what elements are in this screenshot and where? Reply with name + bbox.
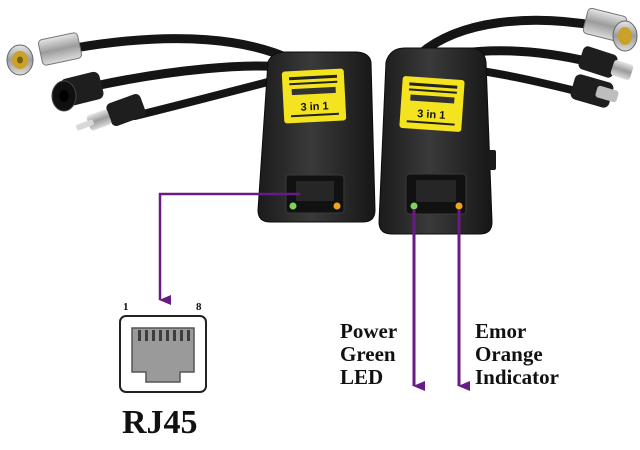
dc-power-jack-right	[570, 74, 619, 108]
rj45-callout-arrow	[158, 192, 300, 305]
transceiver-badge-right: 3 in 1	[417, 108, 446, 122]
error-indicator-label-line-3: Indicator	[475, 365, 559, 389]
rj45-pin-8-label: 8	[196, 301, 202, 313]
bnc-connector-right	[582, 7, 638, 52]
bnc-connector-left	[6, 32, 83, 76]
led-orange-left	[333, 202, 341, 210]
rj45-jack-icon	[119, 315, 207, 393]
power-led-label-line-1: Power	[340, 319, 398, 343]
rj45-label: RJ45	[122, 404, 198, 441]
transceiver-right: 3 in 1	[378, 47, 496, 235]
error-indicator-label: Emor Orange Indicator	[475, 320, 559, 389]
error-indicator-label-line-1: Emor	[475, 319, 527, 343]
rca-connector-right	[578, 46, 634, 80]
led-orange-right	[455, 202, 463, 210]
power-led-label: Power Green LED	[340, 320, 397, 389]
transceiver-badge-left: 3 in 1	[300, 100, 329, 113]
led-green-right	[410, 202, 418, 210]
rca-connector-left	[76, 93, 146, 131]
left-cables	[70, 34, 297, 120]
power-led-label-line-2: Green	[340, 342, 396, 366]
error-indicator-label-line-2: Orange	[475, 342, 543, 366]
dc-power-jack-left	[51, 71, 104, 112]
transceiver-left: 3 in 1	[257, 51, 376, 223]
power-led-label-line-3: LED	[340, 365, 384, 389]
rj45-pin-1-label: 1	[123, 301, 129, 313]
led-green-left	[289, 202, 297, 210]
